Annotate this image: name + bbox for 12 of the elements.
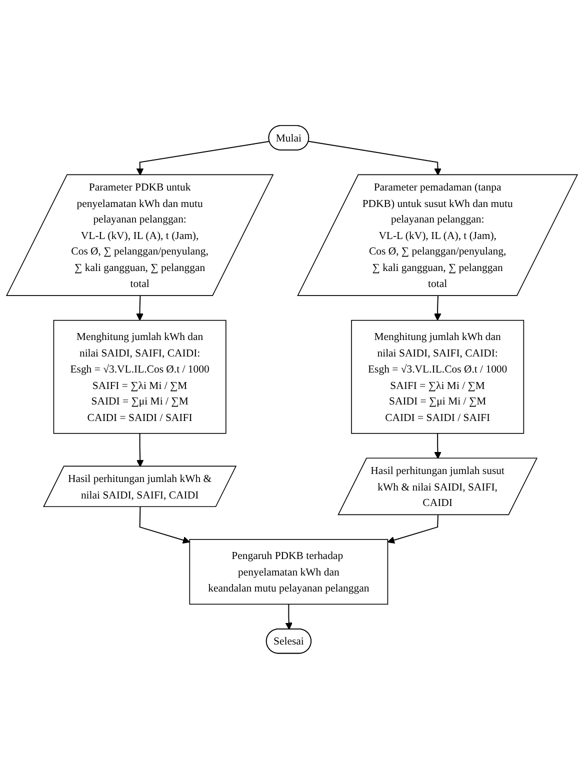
arrow	[136, 432, 144, 466]
node-box: Menghitung jumlah kWh dan nilai SAIDI, SAIFI, CAIDI: Esgh = √3.VL.IL.Cos Ø.t / 1000 SAIFI = ∑λi Mi / ∑M SAIDI = ∑μi Mi / ∑M CAIDI = SAIDI / SAIFI	[53, 319, 226, 434]
arrow	[139, 506, 190, 544]
arrow	[387, 514, 438, 544]
node-box: Menghitung jumlah kWh dan nilai SAIDI, SAIFI, CAIDI: Esgh = √3.VL.IL.Cos Ø.t / 1000 SAIFI = ∑λi Mi / ∑M SAIDI = ∑μi Mi / ∑M CAIDI = SAIDI / SAIFI	[351, 319, 524, 434]
arrow	[285, 603, 293, 630]
node-box: Pengaruh PDKB terhadap penyelamatan kWh dan keandalan mutu pelayanan pelanggan	[189, 538, 388, 604]
arrow	[434, 295, 442, 320]
arrow	[136, 140, 270, 175]
arrow	[434, 432, 442, 458]
arrow	[308, 140, 442, 175]
arrow	[136, 295, 144, 320]
